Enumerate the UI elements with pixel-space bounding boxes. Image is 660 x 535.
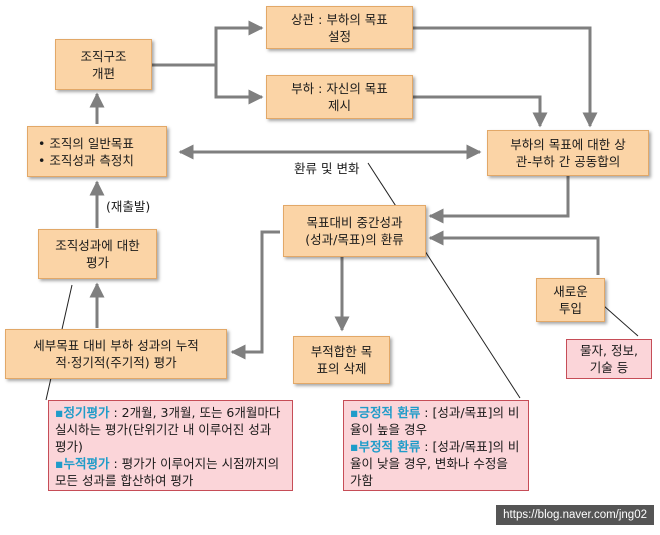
node-new-input: 새로운 투입 xyxy=(536,278,605,322)
keyword-positive: ▪긍정적 환류 xyxy=(350,405,421,420)
text-cumulative: : 평가가 이루어지는 시점까지의 모든 성과를 합산하여 평가 xyxy=(55,456,280,488)
node-org-restructure: 조직구조 개편 xyxy=(55,39,152,90)
node-org-performance-eval-label: 조직성과에 대한 평가 xyxy=(55,238,140,270)
label-resources: 물자, 정보, 기술 등 xyxy=(566,339,652,379)
arrow-agreement-to-feedback xyxy=(428,176,570,224)
text-periodic: : 2개월, 3개월, 또는 6개월마다 실시하는 평가(단위기간 내 이루어진… xyxy=(55,405,281,454)
node-superior-goal-label: 상관 : 부하의 목표 설정 xyxy=(291,11,388,44)
node-org-restructure-label: 조직구조 개편 xyxy=(80,48,127,81)
node-new-input-label: 새로운 투입 xyxy=(553,284,588,316)
note-feedback-negative: ▪부정적 환류 : [성과/목표]의 비율이 낮을 경우, 변화나 수정을 가함 xyxy=(350,438,522,489)
keyword-cumulative: ▪누적평가 xyxy=(55,456,110,471)
node-joint-agreement-label: 부하의 목표에 대한 상 관-부하 간 공동합의 xyxy=(510,137,626,169)
node-org-performance-eval: 조직성과에 대한 평가 xyxy=(38,229,157,279)
keyword-negative: ▪부정적 환류 xyxy=(350,439,421,454)
node-org-goals-item-1: • 조직의 일반목표 xyxy=(38,135,134,151)
arrow-superior-to-agreement xyxy=(413,26,598,128)
node-interim-feedback-label: 목표대비 중간성과 (성과/목표)의 환류 xyxy=(305,215,404,247)
node-subordinate-goal: 부하 : 자신의 목표 제시 xyxy=(266,75,413,119)
label-feedback-change: 환류 및 변화 xyxy=(294,161,360,176)
node-subordinate-goal-label: 부하 : 자신의 목표 제시 xyxy=(291,81,388,113)
label-restart: (재출발) xyxy=(106,199,151,214)
arrow-feedback-to-evaluation xyxy=(230,230,280,360)
node-joint-agreement: 부하의 목표에 대한 상 관-부하 간 공동합의 xyxy=(487,130,649,176)
arrow-subordinate-to-agreement xyxy=(413,95,548,128)
node-remove-goal: 부적합한 목 표의 삭제 xyxy=(293,336,390,384)
node-subordinate-eval-label: 세부목표 대비 부하 성과의 누적 적·정기적(주기적) 평가 xyxy=(33,338,199,370)
watermark: https://blog.naver.com/jng02 xyxy=(496,505,654,525)
arrow-restructure-to-superior xyxy=(152,20,264,67)
node-org-goals-item-2: • 조직성과 측정치 xyxy=(38,152,134,168)
text-positive: : [성과/목표]의 비율이 높을 경우 xyxy=(350,405,520,437)
node-org-goals: • 조직의 일반목표 • 조직성과 측정치 xyxy=(27,126,167,177)
note-feedback-types: ▪긍정적 환류 : [성과/목표]의 비율이 높을 경우 ▪부정적 환류 : [… xyxy=(343,400,529,491)
callout-line-newinput xyxy=(603,305,639,337)
note-evaluation-types: ▪정기평가 : 2개월, 3개월, 또는 6개월마다 실시하는 평가(단위기간 … xyxy=(48,400,293,491)
node-subordinate-eval: 세부목표 대비 부하 성과의 누적 적·정기적(주기적) 평가 xyxy=(5,329,227,379)
keyword-periodic: ▪정기평가 xyxy=(55,405,110,420)
node-interim-feedback: 목표대비 중간성과 (성과/목표)의 환류 xyxy=(283,205,426,257)
arrow-restructure-to-subordinate xyxy=(214,65,264,105)
note-feedback-positive: ▪긍정적 환류 : [성과/목표]의 비율이 높을 경우 xyxy=(350,404,522,438)
arrow-newinput-to-feedback xyxy=(428,230,600,275)
callout-line-feedback xyxy=(367,162,521,399)
note-evaluation-cumulative: ▪누적평가 : 평가가 이루어지는 시점까지의 모든 성과를 합산하여 평가 xyxy=(55,455,286,489)
node-superior-goal: 상관 : 부하의 목표 설정 xyxy=(266,6,413,49)
node-remove-goal-label: 부적합한 목 표의 삭제 xyxy=(310,344,373,376)
note-evaluation-periodic: ▪정기평가 : 2개월, 3개월, 또는 6개월마다 실시하는 평가(단위기간 … xyxy=(55,404,286,455)
text-negative: : [성과/목표]의 비율이 낮을 경우, 변화나 수정을 가함 xyxy=(350,439,520,488)
